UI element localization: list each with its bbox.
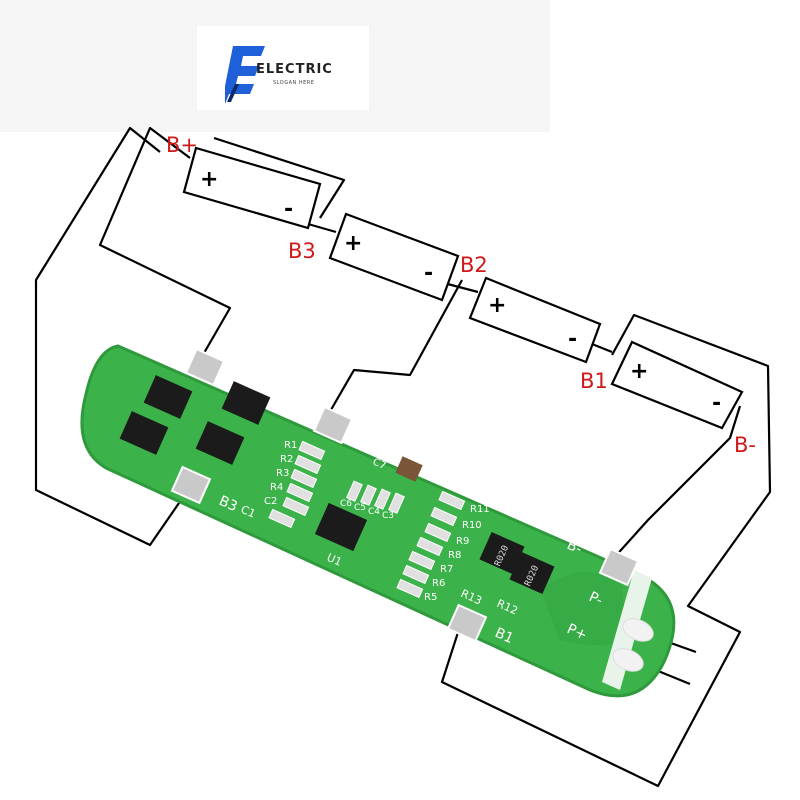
- wire-b-plus-pad: [98, 126, 232, 361]
- smd-r8: [416, 536, 444, 557]
- wire-b2-pad: [327, 279, 463, 416]
- silk-u1: U1: [325, 551, 344, 569]
- smd-c3: [388, 492, 405, 514]
- smd-r3: [290, 468, 318, 489]
- smd-r11: [438, 490, 466, 511]
- smd-r5: [396, 578, 424, 599]
- silk-r2: R2: [280, 454, 293, 465]
- lug-p-minus: [622, 618, 654, 642]
- wire-cell1-top: [213, 136, 346, 219]
- cell-1-minus: -: [284, 197, 293, 222]
- battery-cell-4: [610, 340, 744, 430]
- battery-cell-1: [182, 146, 322, 230]
- label-b-plus: B+: [166, 133, 198, 157]
- cell-1-plus: +: [200, 167, 218, 192]
- wire-link-3-4: [591, 342, 613, 354]
- silk-b2: B2: [350, 431, 373, 453]
- cell-3-plus: +: [488, 293, 506, 318]
- smd-c1: [268, 508, 296, 529]
- smd-c4: [374, 488, 391, 510]
- pad-b3: [170, 465, 212, 505]
- wire-b-minus: [611, 405, 742, 561]
- pad-b-minus: [598, 547, 640, 587]
- silk-c1: C1: [239, 503, 258, 521]
- smd-r2: [294, 454, 322, 475]
- silk-r8: R8: [448, 550, 461, 561]
- logo-slogan: SLOGAN HERE: [273, 80, 315, 86]
- silk-r5: R5: [424, 592, 437, 603]
- pad-b-plus: [184, 347, 226, 387]
- cell-2-minus: -: [424, 261, 433, 286]
- silk-r6: R6: [432, 578, 445, 589]
- silk-b3: B3: [216, 493, 239, 515]
- smd-c6: [346, 480, 363, 502]
- mosfet-1: [143, 375, 193, 419]
- silk-r4: R4: [270, 482, 283, 493]
- silk-c5: C5: [354, 503, 366, 513]
- wire-b-plus-outer: [34, 126, 189, 547]
- label-b2: B2: [460, 253, 488, 277]
- lightning-e-logo-icon: [225, 46, 265, 104]
- battery-cell-2: [328, 212, 460, 302]
- smd-r10: [430, 506, 458, 527]
- label-b1: B1: [580, 369, 608, 393]
- pad-b1: [446, 603, 488, 643]
- cell-3-minus: -: [568, 327, 577, 352]
- lug-p-plus: [612, 648, 644, 672]
- mosfet-2: [119, 411, 169, 455]
- label-b3: B3: [288, 239, 316, 263]
- shunt-r13: [479, 531, 525, 575]
- logo: ELECTRIC SLOGAN HERE: [197, 26, 369, 110]
- cell-4-minus: -: [712, 391, 721, 416]
- battery-cell-3: [468, 276, 602, 364]
- smd-r6: [402, 564, 430, 585]
- wire-b1-outer: [440, 313, 772, 788]
- silk-r11: R11: [470, 504, 490, 515]
- label-b-minus: B-: [734, 433, 756, 457]
- smd-r9: [424, 522, 452, 543]
- silk-b-minus: B-: [564, 537, 584, 558]
- silk-r10: R10: [462, 520, 482, 531]
- silk-p-plus: P+: [564, 621, 589, 644]
- shunt-r12: [509, 551, 555, 595]
- smd-r4: [286, 482, 314, 503]
- silk-c7: C7: [371, 457, 388, 472]
- mosfet-4: [195, 421, 245, 465]
- pcb-trace: [540, 572, 630, 645]
- silk-r7: R7: [440, 564, 453, 575]
- cell-2-plus: +: [344, 231, 362, 256]
- logo-word: ELECTRIC: [256, 62, 333, 77]
- silk-r3: R3: [276, 468, 289, 479]
- mosfet-3: [221, 381, 271, 425]
- smd-r1: [298, 440, 326, 461]
- pad-b2: [312, 405, 354, 445]
- silk-b1: B1: [492, 625, 515, 647]
- silk-c6: C6: [340, 499, 352, 509]
- silk-r1: R1: [284, 440, 297, 451]
- smd-c5: [360, 484, 377, 506]
- silk-p-minus: P-: [586, 589, 605, 609]
- smd-c2: [282, 496, 310, 517]
- silk-b-plus: B+: [154, 350, 178, 372]
- wire-link-1-2: [307, 222, 337, 234]
- silk-c4: C4: [368, 507, 380, 517]
- silk-c3: C3: [382, 511, 394, 521]
- silk-r9: R9: [456, 536, 469, 547]
- pcb-board: R020 R020: [80, 344, 676, 698]
- cell-4-plus: +: [630, 359, 648, 384]
- capacitor-c7: [395, 456, 423, 482]
- silk-c2: C2: [264, 496, 277, 507]
- ic-u1: [314, 502, 368, 552]
- smd-r7: [408, 550, 436, 571]
